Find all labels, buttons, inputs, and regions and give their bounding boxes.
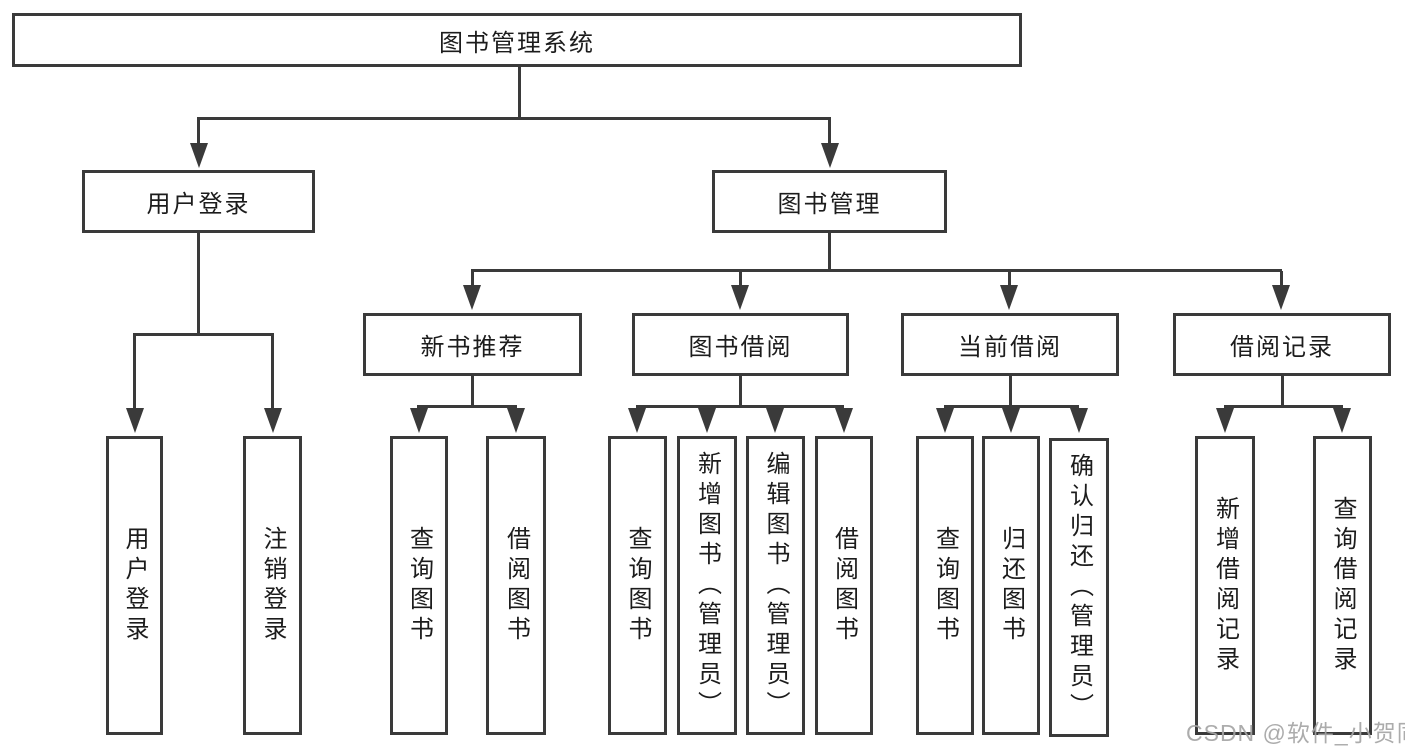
connector-line — [197, 232, 200, 336]
connector-line — [471, 269, 1282, 272]
node-user-login-branch: 用户登录 — [82, 170, 315, 233]
connector-line — [417, 405, 517, 408]
connector-line — [1224, 405, 1343, 408]
connector-line — [739, 375, 742, 408]
connector-line — [271, 335, 274, 409]
arrow-head-icon — [126, 408, 144, 433]
connector-line — [471, 375, 474, 408]
node-query-books-borrowing: 查询图书 — [608, 436, 667, 735]
connector-line — [1008, 271, 1011, 286]
arrow-head-icon — [821, 143, 839, 168]
node-query-books-recommend: 查询图书 — [390, 436, 448, 735]
arrow-head-icon — [1216, 408, 1234, 433]
arrow-head-icon — [628, 408, 646, 433]
connector-line — [636, 405, 844, 408]
node-query-books-current: 查询图书 — [916, 436, 974, 735]
arrow-head-icon — [264, 408, 282, 433]
arrow-head-icon — [835, 408, 853, 433]
node-query-borrow-record: 查询借阅记录 — [1313, 436, 1372, 735]
arrow-head-icon — [698, 408, 716, 433]
node-new-book-recommend: 新书推荐 — [363, 313, 582, 376]
arrow-head-icon — [507, 408, 525, 433]
connector-line — [828, 232, 831, 272]
node-current-borrowing: 当前借阅 — [901, 313, 1119, 376]
csdn-watermark: CSDN @软件_小贺同学 — [1186, 720, 1405, 746]
connector-line — [471, 271, 474, 286]
connector-line — [197, 119, 200, 145]
node-borrow-records: 借阅记录 — [1173, 313, 1391, 376]
connector-line — [518, 66, 521, 119]
node-book-management-branch: 图书管理 — [712, 170, 947, 233]
connector-line — [1009, 375, 1012, 408]
node-return-book: 归还图书 — [982, 436, 1040, 735]
connector-line — [944, 405, 1079, 408]
connector-line — [828, 119, 831, 145]
node-confirm-return-admin: 确认归还（管理员） — [1049, 438, 1109, 737]
connector-line — [197, 117, 831, 120]
arrow-head-icon — [463, 285, 481, 310]
arrow-head-icon — [410, 408, 428, 433]
arrow-head-icon — [1272, 285, 1290, 310]
arrow-head-icon — [936, 408, 954, 433]
connector-line — [133, 335, 136, 409]
arrow-head-icon — [1000, 285, 1018, 310]
arrow-head-icon — [731, 285, 749, 310]
node-borrow-books-borrowing: 借阅图书 — [815, 436, 873, 735]
connector-line — [133, 333, 274, 336]
node-add-book-admin: 新增图书（管理员） — [677, 436, 737, 735]
connector-line — [739, 271, 742, 286]
node-book-borrowing: 图书借阅 — [632, 313, 849, 376]
node-system-root: 图书管理系统 — [12, 13, 1022, 67]
node-logout-leaf: 注销登录 — [243, 436, 302, 735]
node-borrow-books-recommend: 借阅图书 — [486, 436, 546, 735]
node-user-login-leaf: 用户登录 — [106, 436, 163, 735]
node-add-borrow-record: 新增借阅记录 — [1195, 436, 1255, 735]
arrow-head-icon — [766, 408, 784, 433]
arrow-head-icon — [1333, 408, 1351, 433]
connector-line — [1281, 375, 1284, 408]
connector-line — [1280, 271, 1283, 286]
arrow-head-icon — [1070, 408, 1088, 433]
node-edit-book-admin: 编辑图书（管理员） — [746, 436, 805, 735]
arrow-head-icon — [1002, 408, 1020, 433]
arrow-head-icon — [190, 143, 208, 168]
